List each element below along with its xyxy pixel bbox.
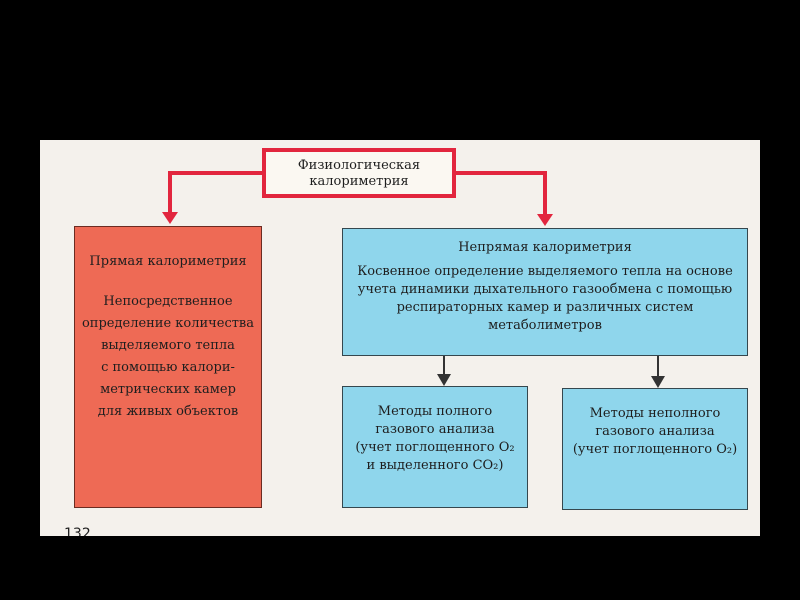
direct-heading: Прямая калориметрия <box>89 254 247 269</box>
node-indirect-calorimetry: Непрямая калориметрия Косвенное определе… <box>342 228 748 356</box>
page-number: 132 <box>64 526 91 536</box>
indirect-line: Косвенное определение выделяемого тепла … <box>357 264 733 279</box>
arrow-to-indirect <box>537 214 553 226</box>
indirect-line: респираторных камер и различных систем <box>396 300 694 315</box>
node-direct-calorimetry: Прямая калориметрия Непосредственное опр… <box>74 226 262 508</box>
full-line: Методы полного <box>377 404 493 419</box>
indirect-description: Косвенное определение выделяемого тепла … <box>343 263 747 335</box>
arrow-to-full <box>437 374 451 386</box>
full-line: газового анализа <box>375 422 495 437</box>
full-line: и выделенного СО₂) <box>366 458 504 473</box>
partial-line: (учет поглощенного О₂) <box>572 442 738 457</box>
node-full-gas-analysis: Методы полного газового анализа (учет по… <box>342 386 528 508</box>
indirect-heading: Непрямая калориметрия <box>458 240 632 255</box>
direct-line: с помощью калори- <box>101 360 235 375</box>
partial-line: газового анализа <box>595 424 715 439</box>
arrow-to-direct <box>162 212 178 224</box>
connector-to-indirect <box>456 171 547 218</box>
connector-to-direct <box>168 171 262 216</box>
partial-line: Методы неполного <box>589 406 721 421</box>
root-node-physiological-calorimetry: Физиологическая калориметрия <box>262 148 456 198</box>
direct-line: метрических камер <box>100 382 236 397</box>
arrow-to-partial <box>651 376 665 388</box>
indirect-line: метаболиметров <box>488 318 602 333</box>
root-line: Физиологическая <box>297 158 421 173</box>
diagram-page: Физиологическая калориметрия Прямая кало… <box>40 140 760 536</box>
direct-line: Непосредственное <box>103 294 233 309</box>
indirect-line: учета динамики дыхательного газообмена с… <box>357 282 733 297</box>
direct-line: определение количества <box>81 316 254 331</box>
node-partial-gas-analysis: Методы неполного газового анализа (учет … <box>562 388 748 510</box>
root-line: калориметрия <box>309 174 409 189</box>
full-line: (учет поглощенного О₂ <box>355 440 515 455</box>
direct-line: выделяемого тепла <box>101 338 235 353</box>
direct-line: для живых объектов <box>97 404 239 419</box>
connectors <box>162 171 665 388</box>
